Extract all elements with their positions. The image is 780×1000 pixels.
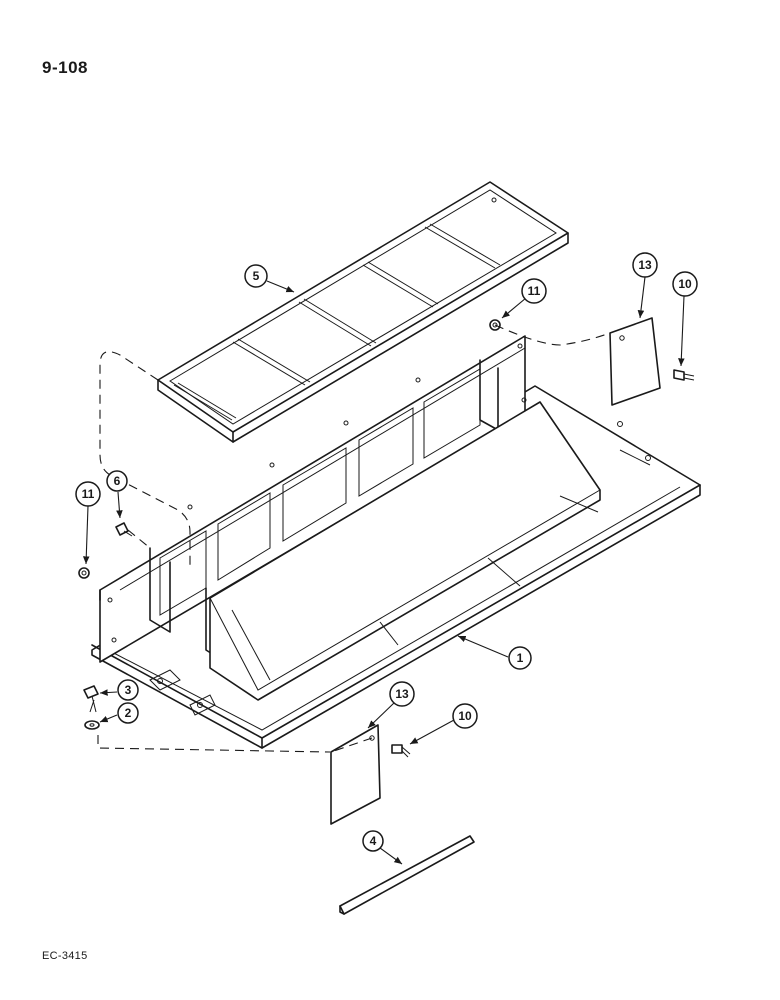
callout-2-label: 2 [125, 706, 132, 720]
page-number: 9-108 [42, 58, 88, 77]
callout-6-label: 6 [114, 474, 121, 488]
top-grille-part [157, 181, 569, 443]
washer-2 [84, 720, 100, 730]
callout-13-upper: 13 [632, 252, 658, 319]
callout-10-lower: 10 [409, 703, 478, 745]
callout-1: 1 [457, 635, 532, 670]
callout-6: 6 [106, 470, 128, 519]
callout-5: 5 [244, 264, 295, 293]
callout-11-upper: 11 [501, 278, 547, 319]
bolt-10-upper [673, 369, 695, 381]
callout-2: 2 [99, 702, 139, 724]
side-cover-right-part [609, 317, 661, 406]
main-housing-part [91, 335, 701, 749]
callout-13-lower-label: 13 [395, 687, 409, 701]
callout-4: 4 [362, 830, 403, 865]
nut-11-lower [78, 567, 90, 579]
callout-1-label: 1 [517, 651, 524, 665]
callout-10-upper-label: 10 [678, 277, 692, 291]
callout-11-upper-label: 11 [528, 284, 541, 298]
bolt-10-lower [391, 744, 411, 758]
side-cover-lower-part [330, 724, 381, 825]
callout-11-lower: 11 [75, 481, 101, 565]
callout-3-label: 3 [125, 683, 132, 697]
callout-4-label: 4 [370, 834, 377, 848]
callout-10-lower-label: 10 [458, 709, 472, 723]
assembly-guide-lines [97, 324, 611, 753]
callout-13-lower: 13 [367, 681, 415, 729]
figure-code: EC-3415 [42, 950, 88, 962]
screw-6 [115, 522, 133, 537]
bar-strip-part [339, 835, 475, 915]
callout-10-upper: 10 [672, 271, 698, 367]
callout-13-upper-label: 13 [638, 258, 652, 272]
screw-3 [83, 685, 99, 713]
callout-11-lower-label: 11 [82, 487, 95, 501]
callout-3: 3 [99, 679, 139, 701]
callout-5-label: 5 [253, 269, 260, 283]
